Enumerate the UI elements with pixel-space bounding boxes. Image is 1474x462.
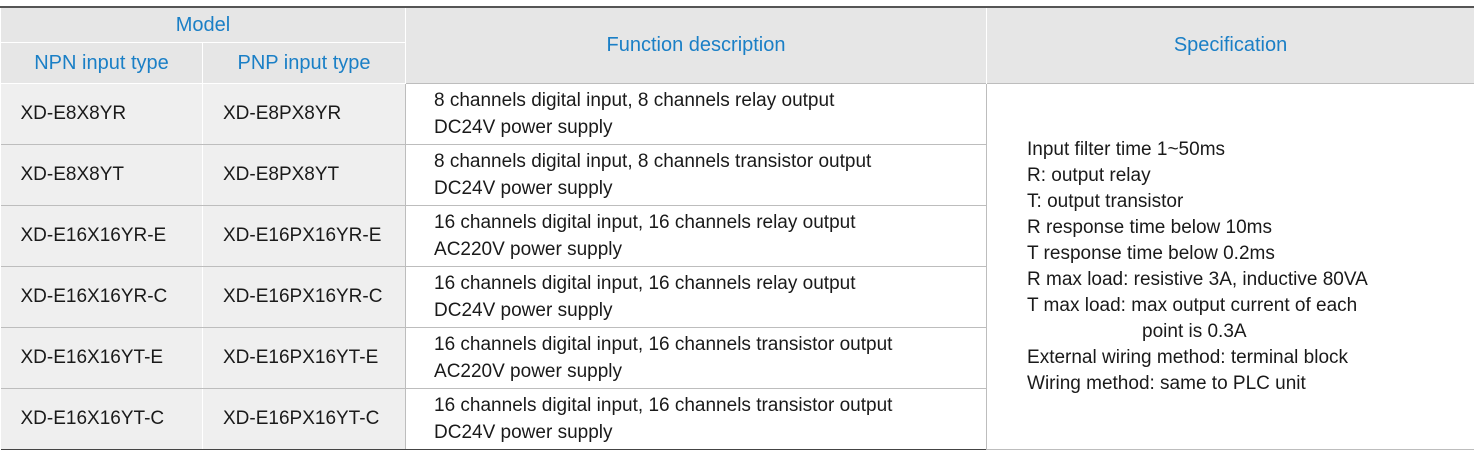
table-row: XD-E16X16YR-E XD-E16PX16YR-E 16 channels… xyxy=(0,205,1474,267)
spec-line: T response time below 0.2ms xyxy=(1027,242,1275,264)
spec-line: Input filter time 1~50ms xyxy=(1027,138,1226,160)
function-line: 16 channels digital input, 16 channels r… xyxy=(434,273,856,294)
power-supply-line: AC220V power supply xyxy=(434,239,623,260)
power-supply-line: DC24V power supply xyxy=(434,422,613,443)
npn-model-cell: XD-E16X16YR-E xyxy=(0,205,203,267)
npn-model-cell: XD-E16X16YR-C xyxy=(0,266,203,328)
npn-model-cell: XD-E8X8YT xyxy=(0,144,203,206)
power-supply-line: AC220V power supply xyxy=(434,361,623,382)
npn-model-cell: XD-E8X8YR xyxy=(0,83,203,145)
npn-model-cell: XD-E16X16YT-E xyxy=(0,327,203,389)
spec-line: External wiring method: terminal block xyxy=(1027,346,1349,368)
spec-line: R max load: resistive 3A, inductive 80VA xyxy=(1027,268,1368,290)
table-row: XD-E16X16YT-E XD-E16PX16YT-E 16 channels… xyxy=(0,327,1474,389)
spec-line: R response time below 10ms xyxy=(1027,216,1273,238)
function-description-cell: 16 channels digital input, 16 channels t… xyxy=(405,327,988,389)
function-line: 16 channels digital input, 16 channels t… xyxy=(434,395,893,416)
table-row: XD-E16X16YT-C XD-E16PX16YT-C 16 channels… xyxy=(0,388,1474,450)
function-description-header: Function description xyxy=(405,6,988,84)
spec-line: T max load: max output current of each xyxy=(1027,294,1358,316)
function-description-cell: 16 channels digital input, 16 channels r… xyxy=(405,266,988,328)
pnp-model-cell: XD-E8PX8YR xyxy=(202,83,407,145)
function-line: 8 channels digital input, 8 channels tra… xyxy=(434,151,872,172)
function-description-cell: 16 channels digital input, 16 channels r… xyxy=(405,205,988,267)
function-line: 16 channels digital input, 16 channels t… xyxy=(434,334,893,355)
pnp-model-cell: XD-E8PX8YT xyxy=(202,144,407,206)
specification-cell: Input filter time 1~50ms R: output relay… xyxy=(986,83,1474,450)
spec-line: Wiring method: same to PLC unit xyxy=(1027,372,1306,394)
npn-input-type-header: NPN input type xyxy=(0,42,203,84)
function-description-cell: 16 channels digital input, 16 channels t… xyxy=(405,388,988,450)
spec-line: point is 0.3A xyxy=(1142,320,1247,342)
pnp-model-cell: XD-E16PX16YR-E xyxy=(202,205,407,267)
function-description-cell: 8 channels digital input, 8 channels rel… xyxy=(405,83,988,145)
pnp-input-type-header: PNP input type xyxy=(201,42,407,84)
table-row: XD-E16X16YR-C XD-E16PX16YR-C 16 channels… xyxy=(0,266,1474,328)
npn-model-cell: XD-E16X16YT-C xyxy=(0,388,203,450)
model-header: Model xyxy=(0,6,407,43)
function-description-cell: 8 channels digital input, 8 channels tra… xyxy=(405,144,988,206)
pnp-model-cell: XD-E16PX16YT-C xyxy=(202,388,407,450)
power-supply-line: DC24V power supply xyxy=(434,300,613,321)
power-supply-line: DC24V power supply xyxy=(434,178,613,199)
table-row: XD-E8X8YR XD-E8PX8YR 8 channels digital … xyxy=(0,83,1474,450)
function-line: 16 channels digital input, 16 channels r… xyxy=(434,212,856,233)
power-supply-line: DC24V power supply xyxy=(434,117,613,138)
pnp-model-cell: XD-E16PX16YR-C xyxy=(202,266,407,328)
specification-header: Specification xyxy=(986,6,1474,84)
pnp-model-cell: XD-E16PX16YT-E xyxy=(202,327,407,389)
expansion-module-table: Model Function description Specification… xyxy=(0,6,1474,450)
function-line: 8 channels digital input, 8 channels rel… xyxy=(434,90,835,111)
spec-line: R: output relay xyxy=(1027,164,1151,186)
spec-line: T: output transistor xyxy=(1027,190,1184,212)
